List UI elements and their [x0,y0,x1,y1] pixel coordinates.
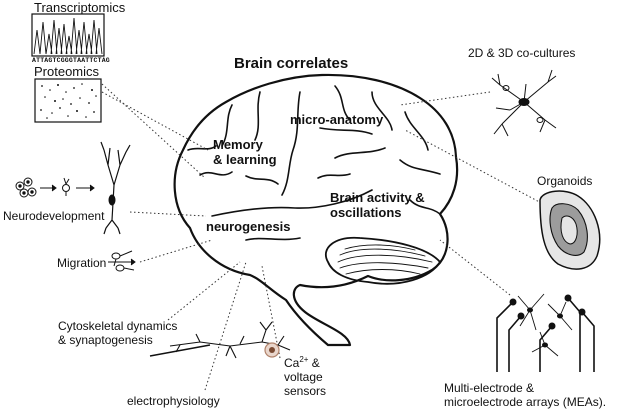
mea-electrode-2 [508,315,522,372]
mea-line-2: microelectrode arrays (MEAs). [444,395,607,409]
recording-electrode [149,344,211,357]
region-label-memory: Memory & learning [213,137,277,167]
connector-cytoskeletal [167,261,241,321]
mea-electrode-4 [567,297,581,372]
cytoskeletal-line-2: & synaptogenesis [58,333,153,347]
mea-line-1: Multi-electrode & [444,381,535,395]
brain-illustration [173,73,459,347]
mea-icon [496,293,595,372]
central-sulcus [281,91,301,196]
neurodevelopment-icon [15,141,131,235]
region-label-activity: Brain activity & oscillations [330,190,425,220]
connector-neurodevelopment [129,211,207,217]
calcium-line-1: Ca2+ & [284,355,320,371]
cerebellum [325,236,441,285]
activity-line-1: Brain activity & [330,190,425,205]
label-transcriptomics: Transcriptomics [34,0,126,15]
connector-proteomics [101,91,209,151]
calcium-line-2: voltage [284,370,323,384]
calcium-line-3: sensors [284,384,327,398]
chromatogram-icon [31,13,105,57]
diagram-title: Brain correlates [234,55,349,72]
brain-sulci [187,85,441,241]
label-proteomics: Proteomics [34,64,100,79]
connector-organoids [404,129,546,206]
mea-electrode-5 [581,311,595,372]
label-neurodevelopment: Neurodevelopment [3,209,105,223]
connector-mea [439,239,511,296]
connector-migration [139,239,213,263]
connector-lines [101,83,546,391]
label-cytoskeletal: Cytoskeletal dynamics & synaptogenesis [58,319,177,347]
mature-neuron [100,141,131,235]
organoid-icon [539,190,601,270]
coculture-neurons-icon [491,69,557,137]
label-electrophysiology: electrophysiology [127,394,220,408]
migration-icon [108,250,136,272]
label-organoids: Organoids [537,174,593,188]
label-migration: Migration [57,256,107,270]
electrophysiology-neuron-icon [149,321,291,359]
connector-electrophysiology [204,261,247,391]
label-dna-sequence: ATTAGTCGGGTAATTCTAG [32,57,110,64]
memory-line-1: Memory [213,137,263,152]
region-label-microanatomy: micro-anatomy [290,112,384,127]
connector-cocultures [399,91,491,106]
label-cocultures: 2D & 3D co-cultures [468,46,576,60]
connector-transcriptomics [101,83,206,179]
label-mea: Multi-electrode & microelectrode arrays … [444,381,606,409]
region-label-neurogenesis: neurogenesis [206,219,291,234]
cytoskeletal-line-1: Cytoskeletal dynamics [58,319,178,333]
cerebellum-folia [337,244,433,275]
lateral-sulcus [211,189,373,217]
memory-line-2: & learning [213,152,277,167]
mea-electrode-1 [496,301,514,372]
proteomics-gel-icon [34,78,102,123]
activity-line-2: oscillations [330,205,402,220]
brain-outline [173,73,459,347]
mea-electrode-3 [539,325,553,372]
label-calcium-sensors: Ca2+ & voltage sensors [284,355,327,399]
